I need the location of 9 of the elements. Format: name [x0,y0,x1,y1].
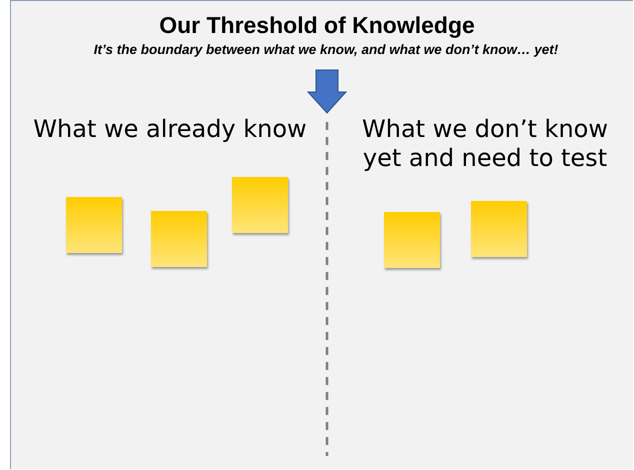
subtitle: It’s the boundary between what we know, and what we don’t know… yet! [92,42,560,57]
sticky-note [151,211,207,267]
column-heading: What we don’t know yet and need to test [361,115,609,173]
sticky-note [471,201,527,257]
column-heading: What we already know [32,115,308,143]
title: Our Threshold of Knowledge [158,12,476,39]
sticky-note [384,212,440,268]
sticky-note [232,177,288,233]
sticky-note [66,197,122,253]
